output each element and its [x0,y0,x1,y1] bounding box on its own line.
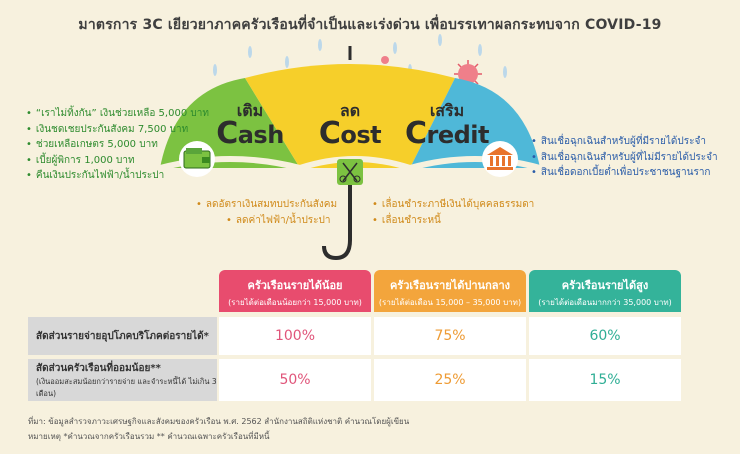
footnote: หมายเหตุ *คำนวณจากครัวเรือนรวม ** คำนวณเ… [28,432,270,441]
row-label-text: สัดส่วนรายจ่ายอุปโภคบริโภคต่อรายได้* [36,330,209,342]
cost-th: ลด [339,101,361,120]
column-title: ครัวเรือนรายได้น้อย [247,279,343,292]
umbrella-illustration [159,34,541,261]
cash-initial: C [216,116,238,151]
table-cell: 75% [374,317,526,355]
cost-label: ลด Cost [310,103,390,149]
source-note: ที่มา: ข้อมูลสำรวจภาวะเศรษฐกิจและสังคมขอ… [28,417,410,426]
rain-drops [213,34,507,78]
column-header-high-income: ครัวเรือนรายได้สูง (รายได้ต่อเดือนมากกว่… [529,270,681,312]
column-subtitle: (รายได้ต่อเดือน 15,000 – 35,000 บาท) [378,298,522,307]
credit-th: เสริม [429,101,465,120]
credit-rest: redit [426,121,490,149]
cost-measures-right: เลื่อนชำระภาษีเงินได้บุคคลธรรมดา เลื่อนช… [372,197,534,229]
scissors-icon [337,159,363,185]
row-label-text: สัดส่วนครัวเรือนที่ออมน้อย** [36,362,161,374]
credit-label: เสริม Credit [402,103,492,149]
cost-rest: ost [340,121,382,149]
list-item: ช่วยเหลือเกษตร 5,000 บาท [26,137,209,153]
cash-th: เติม [236,101,264,120]
list-item: เบี้ยผู้พิการ 1,000 บาท [26,153,209,169]
column-title: ครัวเรือนรายได้ปานกลาง [389,279,511,292]
row-label-low-savings: สัดส่วนครัวเรือนที่ออมน้อย** (เงินออมสะส… [28,359,217,401]
credit-measures-list: สินเชื่อฉุกเฉินสำหรับผู้ที่มีรายได้ประจำ… [531,134,718,181]
list-item: คืนเงินประกันไฟฟ้า/น้ำประปา [26,168,209,184]
list-item: เงินชดเชยประกันสังคม 7,500 บาท [26,122,209,138]
cash-measures-list: “เราไม่ทิ้งกัน” เงินช่วยเหลือ 5,000 บาท … [26,106,209,184]
row-label-consumption-ratio: สัดส่วนรายจ่ายอุปโภคบริโภคต่อรายได้* [28,317,217,355]
table-cell: 60% [529,317,681,355]
column-subtitle: (รายได้ต่อเดือนมากกว่า 35,000 บาท) [538,298,672,307]
table-cell: 100% [219,317,371,355]
cash-rest: ash [237,121,285,149]
list-item: สินเชื่อฉุกเฉินสำหรับผู้ที่ไม่มีรายได้ปร… [531,150,718,166]
cost-measures-left: ลดอัตราเงินสมทบประกันสังคม ลดค่าไฟฟ้า/น้… [196,197,337,229]
list-item: ลดอัตราเงินสมทบประกันสังคม [196,197,337,213]
list-item: “เราไม่ทิ้งกัน” เงินช่วยเหลือ 5,000 บาท [26,106,209,122]
credit-initial: C [404,116,427,151]
table-cell: 50% [219,359,371,401]
list-item: สินเชื่อดอกเบี้ยต่ำเพื่อประชาชนฐานราก [531,165,718,181]
cost-initial: C [318,116,341,151]
page-title: มาตรการ 3C เยียวยาภาคครัวเรือนที่จำเป็นแ… [78,17,662,33]
column-title: ครัวเรือนรายได้สูง [561,279,649,292]
list-item: สินเชื่อฉุกเฉินสำหรับผู้ที่มีรายได้ประจำ [531,134,718,150]
list-item: เลื่อนชำระหนี้ [372,213,534,229]
list-item: เลื่อนชำระภาษีเงินได้บุคคลธรรมดา [372,197,534,213]
list-item: ลดค่าไฟฟ้า/น้ำประปา [196,213,337,229]
column-subtitle: (รายได้ต่อเดือนน้อยกว่า 15,000 บาท) [228,298,362,307]
table-cell: 25% [374,359,526,401]
row-label-subtext: (เงินออมสะสมน้อยกว่ารายจ่าย และจำระหนี้ไ… [36,376,217,398]
cash-label: เติม Cash [210,103,290,149]
column-header-low-income: ครัวเรือนรายได้น้อย (รายได้ต่อเดือนน้อยก… [219,270,371,312]
bank-icon [482,141,518,177]
column-header-middle-income: ครัวเรือนรายได้ปานกลาง (รายได้ต่อเดือน 1… [374,270,526,312]
table-cell: 15% [529,359,681,401]
